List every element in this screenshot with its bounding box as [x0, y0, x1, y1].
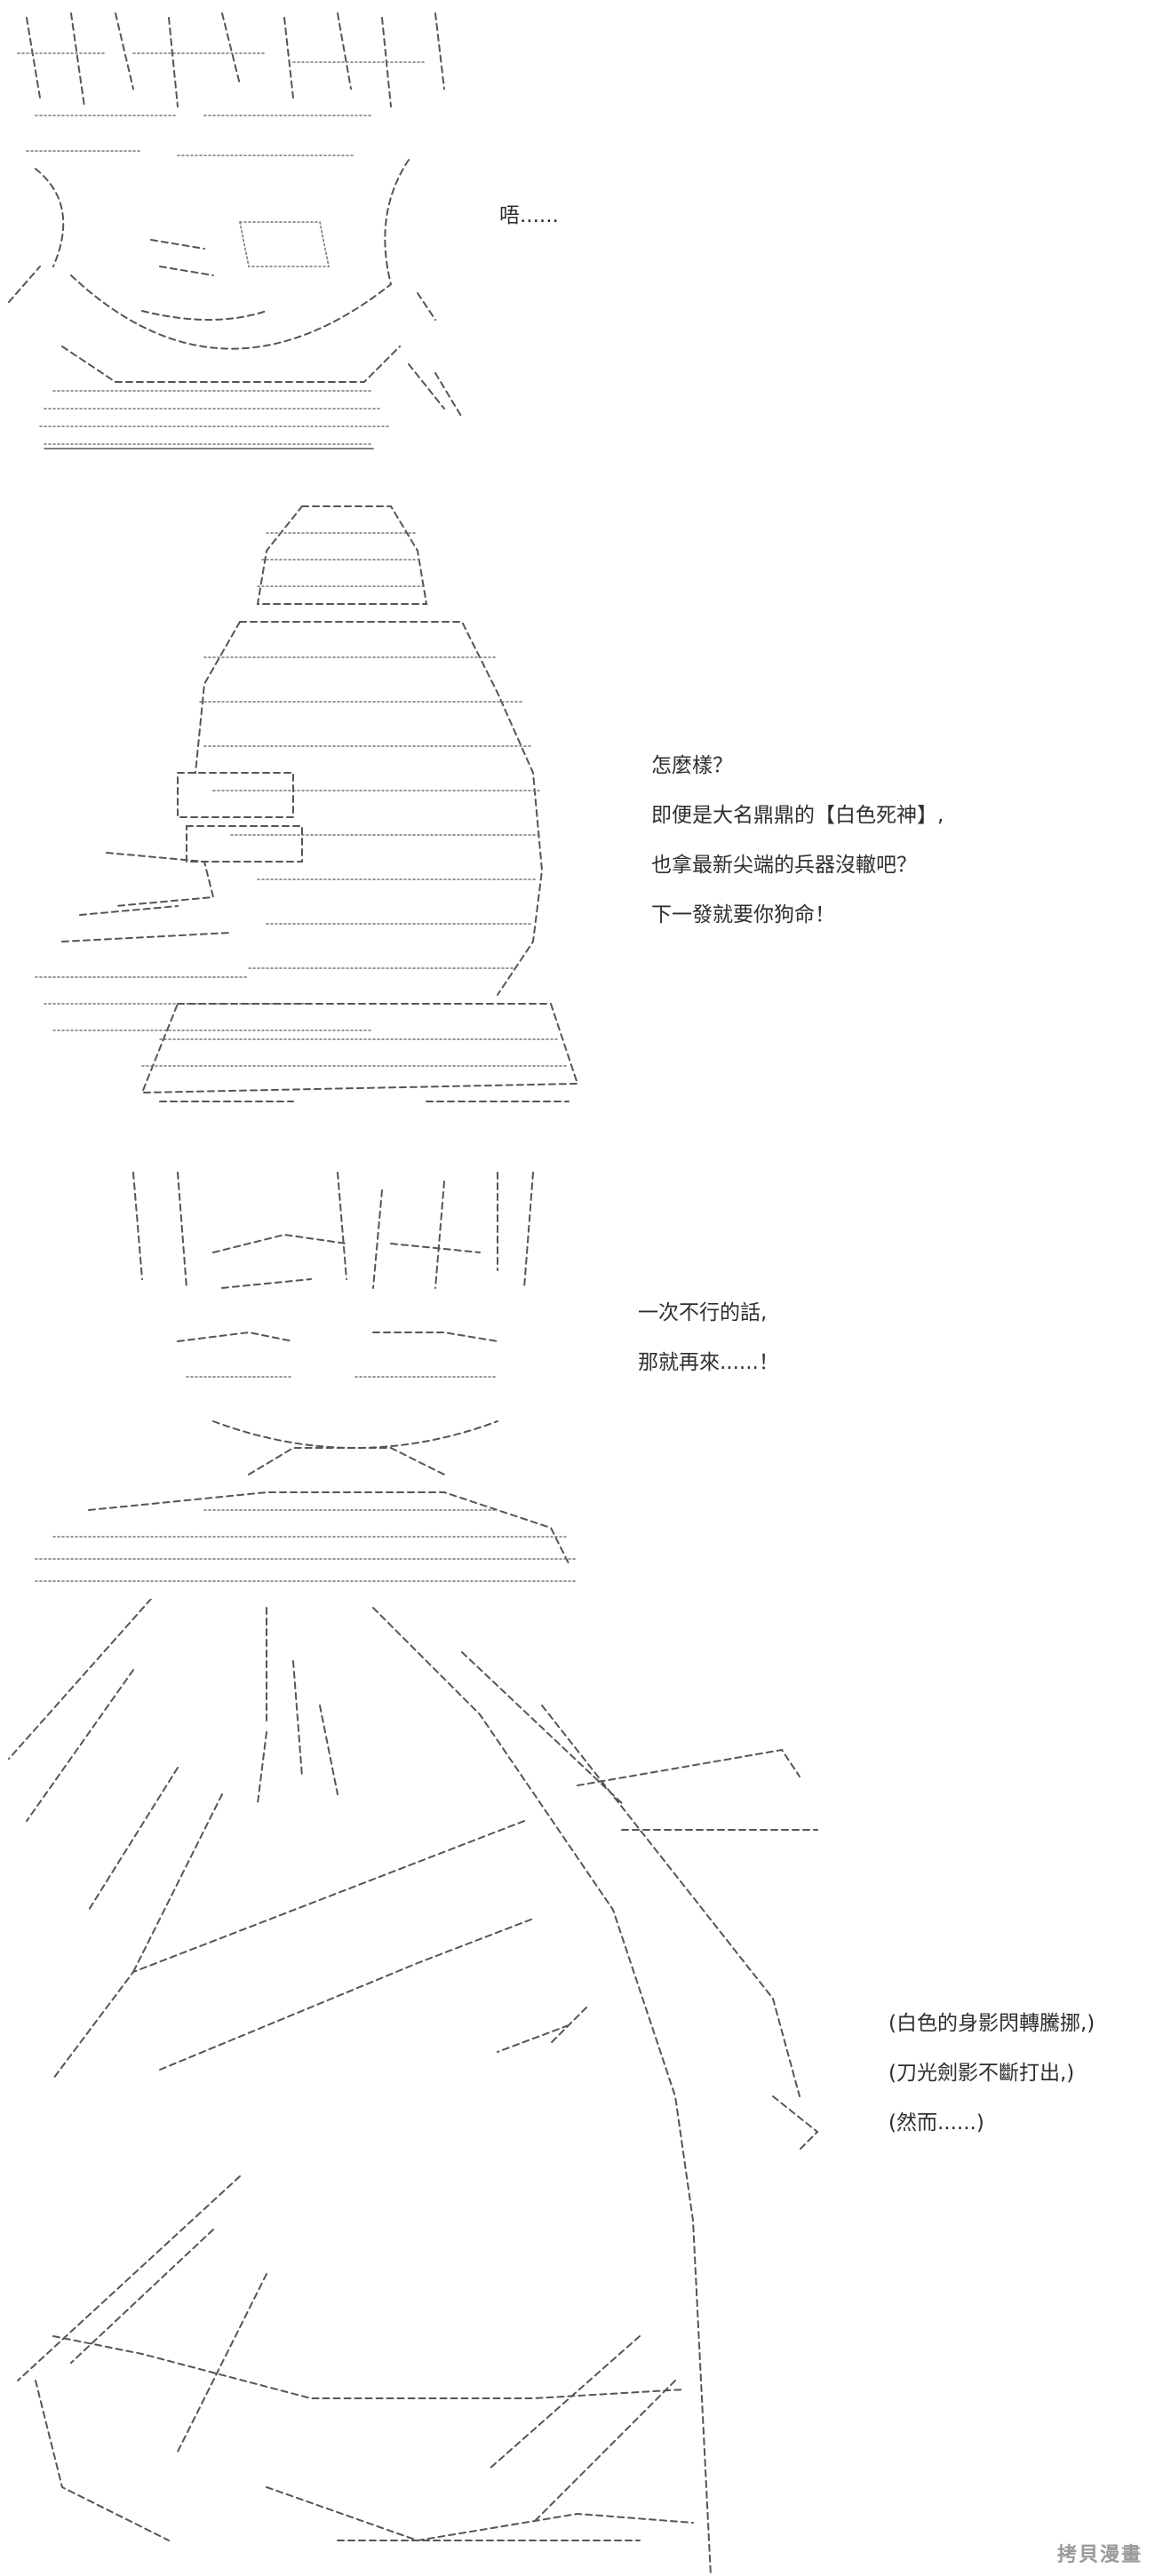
watermark: 拷貝漫畫 [1056, 2544, 1143, 2566]
speech-text-1: 唔...... [499, 191, 559, 241]
panel-weapon-figure: 怎麼樣？ 即便是大名鼎鼎的【白色死神】, 也拿最新尖端的兵器沒轍吧？ 下一發就要… [0, 480, 1155, 1137]
panel-sword-slashes: (白色的身影閃轉騰挪,) (刀光劍影不斷打出,) (然而......) [0, 1599, 1155, 2576]
slash-lines-art [8, 1599, 819, 2576]
dialogue-line: 也拿最新尖端的兵器沒轍吧？ [651, 854, 917, 877]
weapon-figure-art [35, 505, 579, 1102]
narration-text: (白色的身影閃轉騰挪,) (刀光劍影不斷打出,) (然而......) [888, 1999, 1095, 2148]
speech-text-2: 怎麼樣？ 即便是大名鼎鼎的【白色死神】, 也拿最新尖端的兵器沒轍吧？ 下一發就要… [651, 741, 944, 940]
panel-determined-face: 一次不行的話, 那就再來......！ [0, 1155, 1155, 1590]
dialogue-line: 那就再來......！ [638, 1351, 779, 1374]
dialogue-line: 一次不行的話, [638, 1301, 768, 1324]
narration-line: (然而......) [888, 2111, 984, 2135]
narration-line: (刀光劍影不斷打出,) [888, 2062, 1075, 2085]
dialogue-line: 唔...... [499, 204, 559, 227]
dialogue-line: 怎麼樣？ [651, 754, 733, 777]
dialogue-line: 即便是大名鼎鼎的【白色死神】, [651, 804, 944, 827]
dialogue-line: 下一發就要你狗命！ [651, 903, 835, 926]
speech-text-3: 一次不行的話, 那就再來......！ [638, 1288, 779, 1387]
face-closeup-art [8, 12, 463, 449]
panel-face-closeup: 唔...... [0, 0, 1155, 462]
narration-line: (白色的身影閃轉騰挪,) [888, 2012, 1095, 2035]
determined-face-art [35, 1172, 578, 1582]
